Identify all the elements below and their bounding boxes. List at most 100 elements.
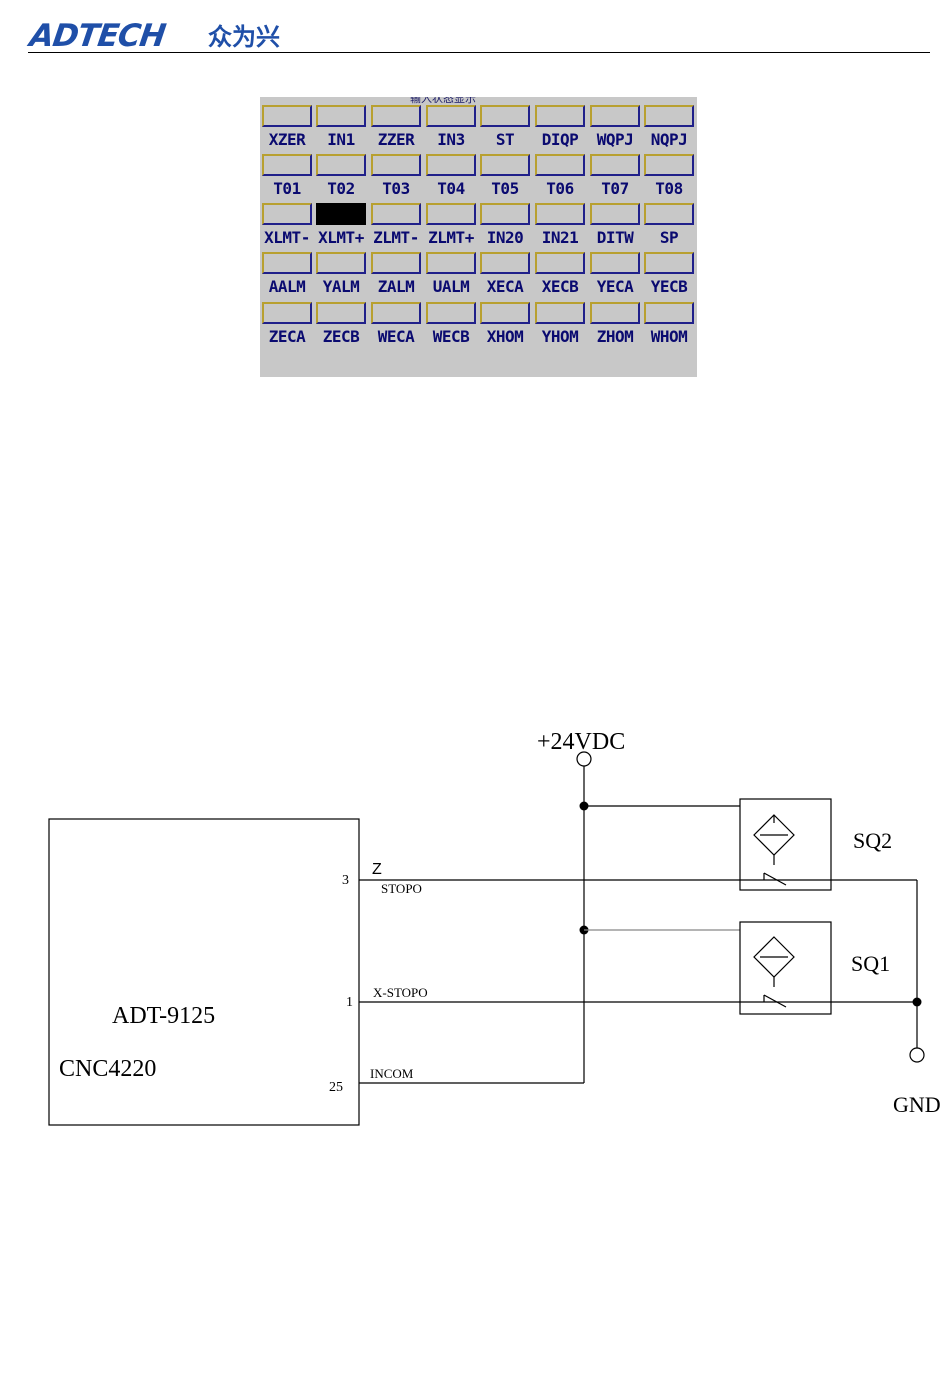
io-label: XLMT+	[313, 228, 369, 248]
io-indicator	[426, 105, 476, 127]
io-label: WHOM	[641, 327, 697, 347]
controller-name: CNC4220	[59, 1056, 156, 1082]
io-label: IN21	[532, 228, 588, 248]
signal-incom-label: INCOM	[370, 1066, 414, 1081]
io-label: T03	[368, 179, 424, 199]
io-label: ZLMT-	[368, 228, 424, 248]
io-indicator	[426, 252, 476, 274]
brand-logo-text: ADTECH	[27, 18, 167, 54]
io-label: UALM	[423, 277, 479, 297]
io-label: IN20	[477, 228, 533, 248]
io-indicator	[535, 203, 585, 225]
io-indicator	[371, 302, 421, 324]
io-label: T07	[587, 179, 643, 199]
sq1-housing	[740, 922, 831, 1014]
io-indicator	[535, 154, 585, 176]
io-indicator	[316, 252, 366, 274]
io-indicator-active	[316, 203, 366, 225]
io-indicator	[262, 105, 312, 127]
sq2-label: SQ2	[853, 828, 892, 853]
io-label: T02	[313, 179, 369, 199]
pin-number-3: 3	[342, 873, 349, 888]
io-label: NQPJ	[641, 130, 697, 150]
page-header: ADTECH 众为兴	[28, 18, 930, 56]
pin-number-25: 25	[329, 1080, 343, 1095]
io-indicator	[371, 203, 421, 225]
io-indicator	[535, 252, 585, 274]
io-indicator	[426, 203, 476, 225]
io-indicator	[590, 105, 640, 127]
io-label: T08	[641, 179, 697, 199]
io-label: WECB	[423, 327, 479, 347]
io-label: YHOM	[532, 327, 588, 347]
ground-label: GND	[893, 1092, 941, 1117]
pin-number-1: 1	[346, 995, 353, 1010]
io-indicator	[644, 154, 694, 176]
io-label: IN3	[423, 130, 479, 150]
io-label: YALM	[313, 277, 369, 297]
io-row: ZECAZECBWECAWECBXHOMYHOMZHOMWHOM	[260, 302, 697, 351]
io-indicator	[371, 252, 421, 274]
io-indicator	[371, 154, 421, 176]
supply-label: +24VDC	[537, 729, 625, 755]
io-indicator	[644, 203, 694, 225]
signal-z-label: Z	[372, 861, 382, 878]
io-label: T04	[423, 179, 479, 199]
io-label: YECA	[587, 277, 643, 297]
io-indicator	[316, 302, 366, 324]
wiring-diagram: ADT-9125 CNC4220 3 1 25 Z STOPO X-STOPO …	[20, 725, 945, 1145]
io-label: DIQP	[532, 130, 588, 150]
io-indicator	[262, 252, 312, 274]
io-label: ZECA	[260, 327, 315, 347]
wiring-svg: ADT-9125 CNC4220 3 1 25 Z STOPO X-STOPO …	[20, 725, 945, 1145]
io-label: ZLMT+	[423, 228, 479, 248]
io-label: IN1	[313, 130, 369, 150]
ground-terminal	[910, 1048, 924, 1062]
io-label: ST	[477, 130, 533, 150]
io-indicator	[535, 302, 585, 324]
io-indicator	[426, 154, 476, 176]
io-indicator	[590, 203, 640, 225]
io-indicator	[480, 302, 530, 324]
io-indicator	[262, 154, 312, 176]
io-indicator	[316, 105, 366, 127]
controller-model: ADT-9125	[112, 1003, 215, 1029]
io-indicator	[371, 105, 421, 127]
io-label: AALM	[260, 277, 315, 297]
io-label: T01	[260, 179, 315, 199]
sq2-housing	[740, 799, 831, 890]
signal-stopo-label: STOPO	[381, 881, 422, 896]
io-indicator	[644, 252, 694, 274]
sensor-sq1: SQ1	[740, 922, 890, 1014]
io-label: XLMT-	[260, 228, 315, 248]
brand-logo-cjk: 众为兴	[208, 20, 280, 54]
io-label: T05	[477, 179, 533, 199]
io-indicator	[480, 252, 530, 274]
io-indicator	[590, 302, 640, 324]
io-indicator	[316, 154, 366, 176]
io-indicator	[644, 105, 694, 127]
header-divider	[28, 52, 930, 53]
io-label: YECB	[641, 277, 697, 297]
io-indicator	[262, 203, 312, 225]
io-label: WQPJ	[587, 130, 643, 150]
io-label: SP	[641, 228, 697, 248]
io-label: XECB	[532, 277, 588, 297]
io-indicator	[590, 252, 640, 274]
io-label: ZECB	[313, 327, 369, 347]
io-label: XHOM	[477, 327, 533, 347]
sq1-label: SQ1	[851, 951, 890, 976]
supply-terminal	[577, 752, 591, 766]
io-indicator	[480, 203, 530, 225]
io-indicator	[535, 105, 585, 127]
io-label: ZZER	[368, 130, 424, 150]
io-label: ZHOM	[587, 327, 643, 347]
signal-xstopo-label: X-STOPO	[373, 985, 428, 1000]
io-label: DITW	[587, 228, 643, 248]
io-label: ZALM	[368, 277, 424, 297]
io-indicator	[426, 302, 476, 324]
